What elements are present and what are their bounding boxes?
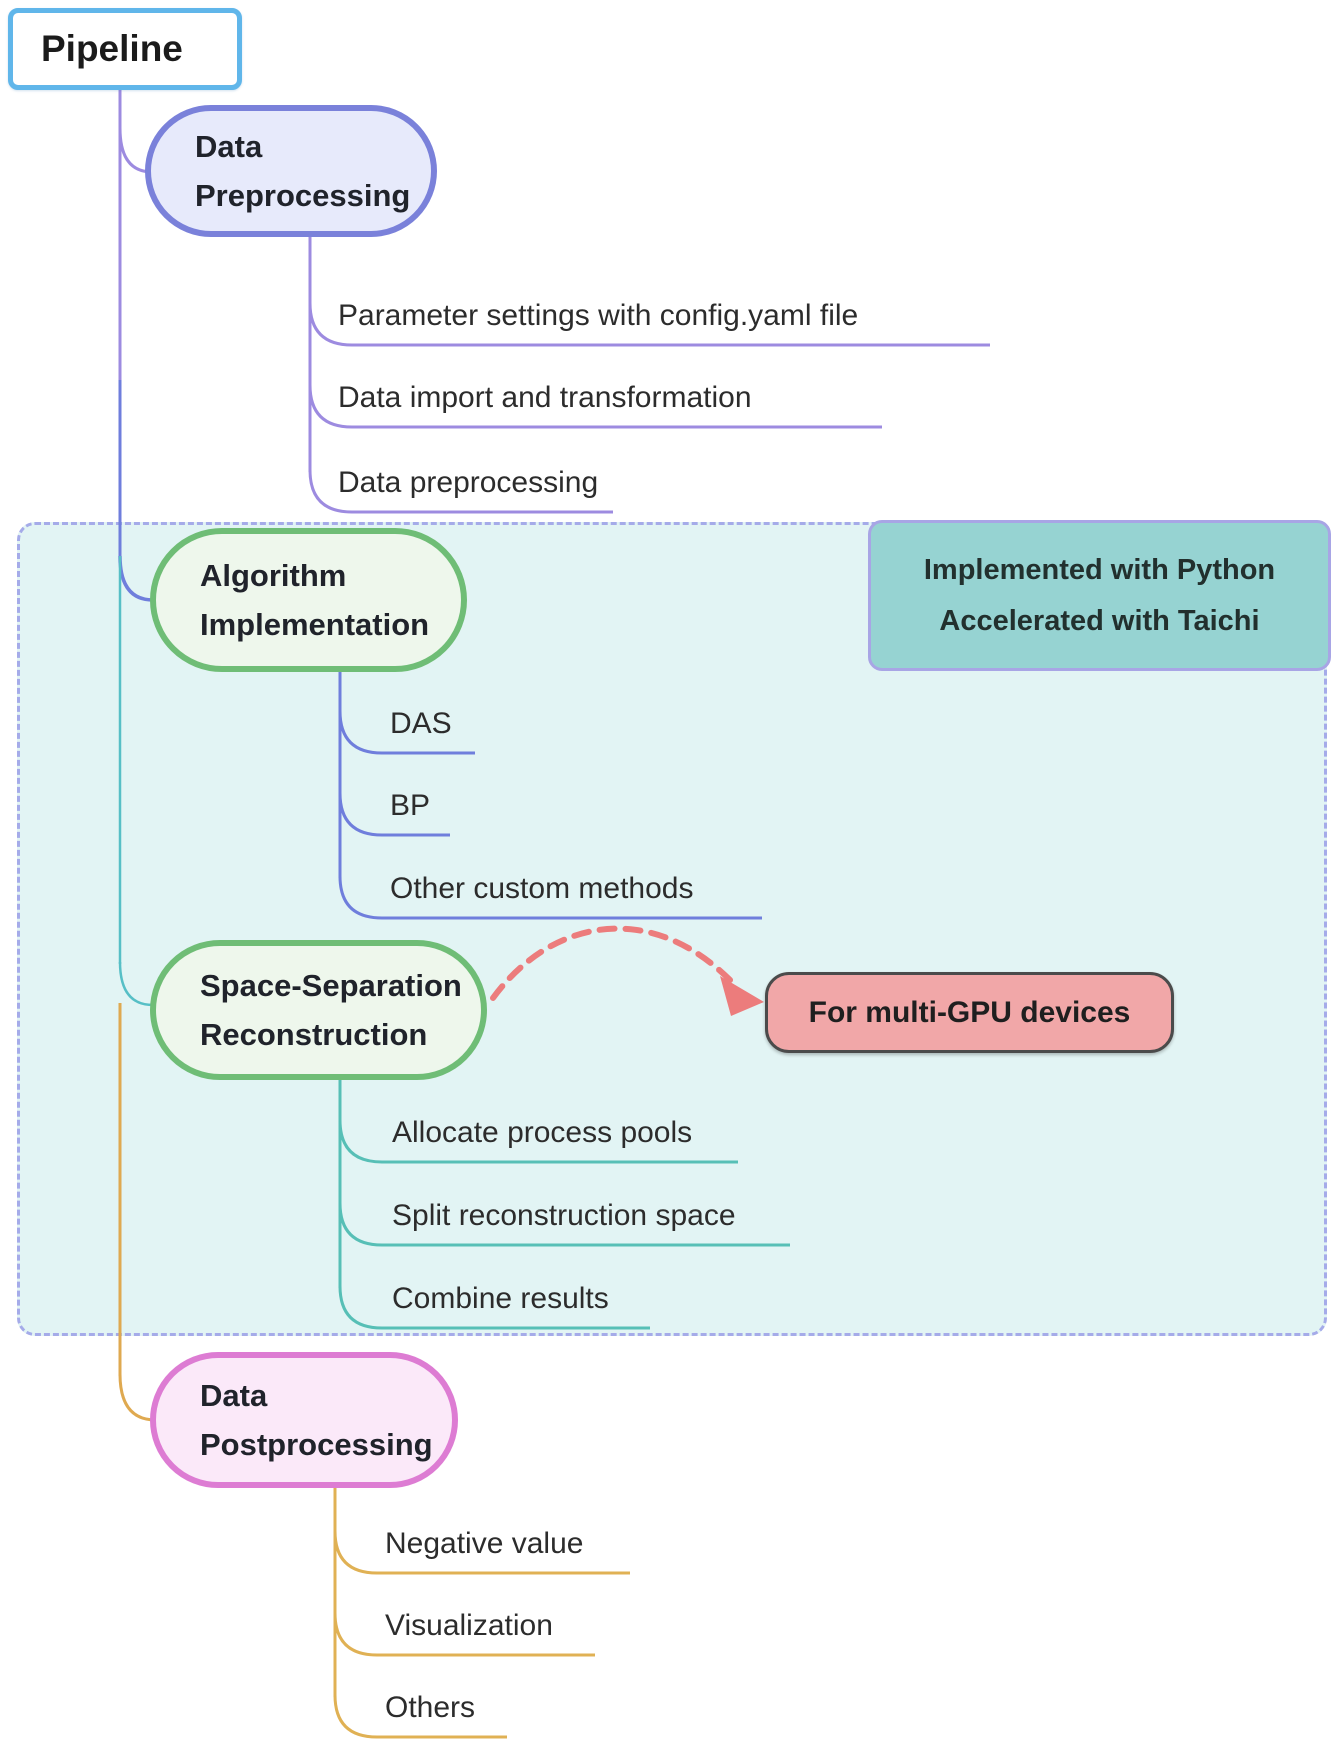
node-data-postprocessing: Data Postprocessing [150, 1352, 458, 1488]
leaf-item: Parameter settings with config.yaml file [338, 299, 859, 332]
underline-space-item-1 [338, 1119, 738, 1164]
multi-gpu-arrow-curve [490, 925, 736, 1001]
root-node-pipeline: Pipeline [8, 8, 242, 90]
note-label: For multi-GPU devices [808, 995, 1131, 1029]
leaf-item: BP [390, 789, 431, 822]
leaf-item: Split reconstruction space [392, 1199, 736, 1232]
underline-preproc-item-3 [308, 469, 613, 514]
node-space-separation-reconstruction: Space-Separation Reconstruction [150, 940, 487, 1080]
underline-preproc-item-1 [308, 302, 990, 347]
leaf-item: Data preprocessing [338, 466, 599, 499]
leaf-item: Data import and transformation [338, 381, 752, 414]
underline-post-item-1 [333, 1530, 630, 1575]
node-label-line: Implementation [200, 607, 430, 642]
leaf-item: DAS [390, 707, 452, 740]
leaf-item: Negative value [385, 1527, 584, 1560]
leaf-item: Others [385, 1691, 476, 1724]
note-line: Accelerated with Taichi [939, 604, 1260, 637]
note-line: Implemented with Python [923, 553, 1276, 586]
underline-preproc-item-2 [308, 384, 882, 429]
underline-space-item-2 [338, 1202, 790, 1247]
note-implemented-with-python-taichi: Implemented with Python Accelerated with… [868, 520, 1331, 671]
underline-post-item-2 [333, 1612, 595, 1657]
underline-space-item-3 [338, 1285, 650, 1330]
node-label-line: Data [200, 1378, 268, 1413]
note-for-multi-gpu-devices: For multi-GPU devices [765, 972, 1174, 1053]
node-label-line: Space-Separation [200, 968, 462, 1003]
underline-algo-item-3 [338, 875, 762, 920]
node-algorithm-implementation: Algorithm Implementation [150, 528, 467, 672]
leaf-item: Combine results [392, 1282, 609, 1315]
node-label-line: Data [195, 129, 263, 164]
underline-algo-item-1 [338, 710, 475, 755]
branch-curve-algorithm [118, 555, 154, 602]
underline-post-item-3 [333, 1694, 507, 1739]
leaf-item: Other custom methods [390, 872, 694, 905]
leaf-item: Visualization [385, 1609, 553, 1642]
root-node-label: Pipeline [41, 28, 183, 69]
leaf-item: Allocate process pools [392, 1116, 693, 1149]
multi-gpu-arrowhead [720, 976, 764, 1016]
node-data-preprocessing: Data Preprocessing [145, 105, 437, 237]
underline-algo-item-2 [338, 792, 450, 837]
node-label-line: Reconstruction [200, 1017, 428, 1052]
branch-curve-spacesep [118, 961, 154, 1007]
node-label-line: Algorithm [200, 558, 347, 593]
node-label-line: Postprocessing [200, 1427, 433, 1462]
branch-curve-postprocessing [118, 1373, 157, 1422]
node-label-line: Preprocessing [195, 178, 411, 213]
